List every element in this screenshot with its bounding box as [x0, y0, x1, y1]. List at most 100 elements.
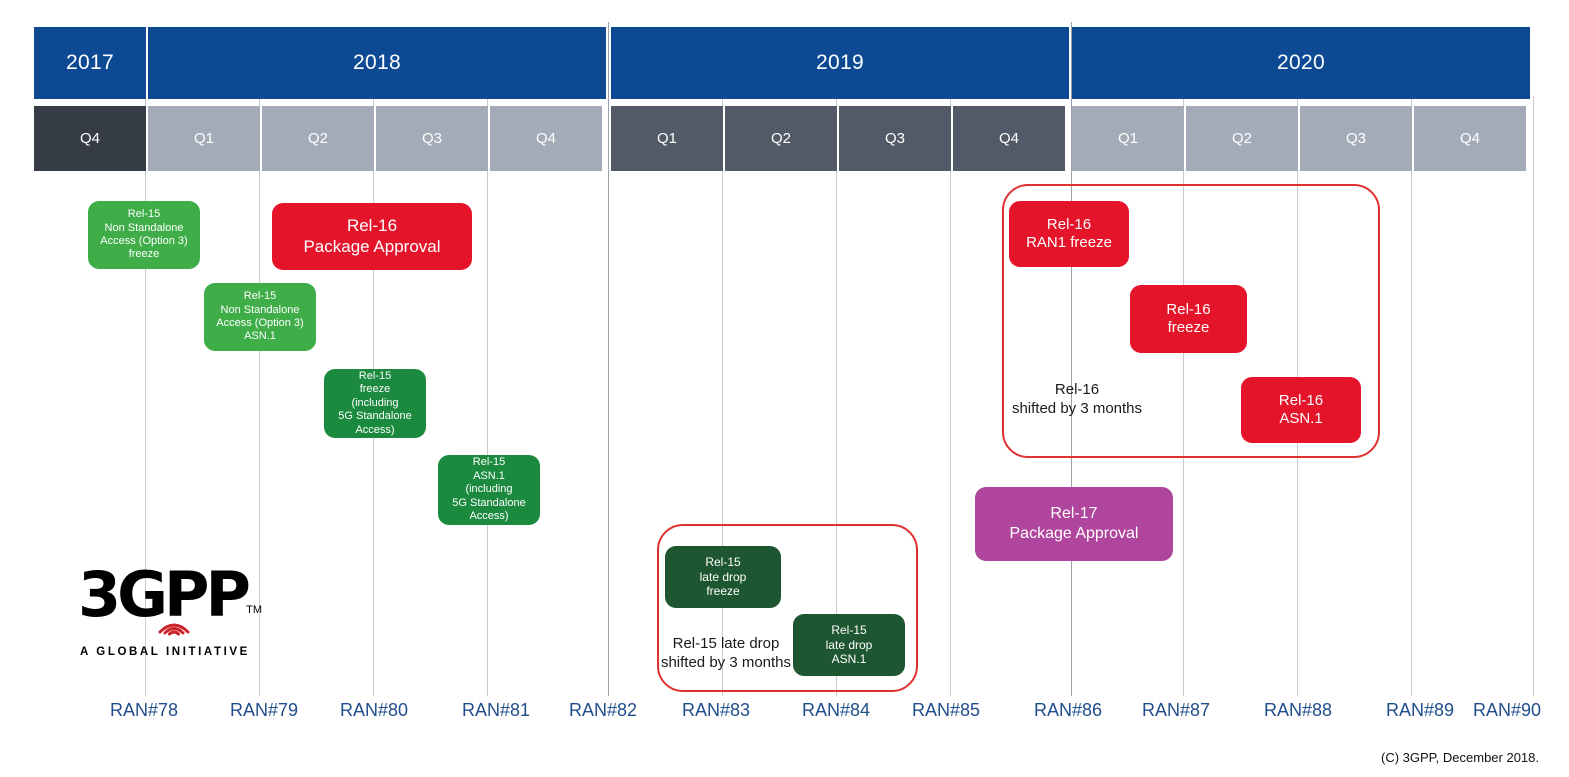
ran-label-RAN-85: RAN#85	[911, 700, 981, 720]
quarter-cell-10-Q2: Q2	[1186, 106, 1298, 171]
group-note-line: shifted by 3 months	[1011, 400, 1143, 418]
quarter-cell-5-Q1: Q1	[611, 106, 723, 171]
logo-signal-arcs-icon	[158, 623, 190, 636]
ran-label-RAN-80: RAN#80	[339, 700, 409, 720]
gridline-7	[950, 96, 951, 696]
milestone-line: Access)	[469, 510, 509, 523]
milestone-line: Rel-15	[831, 623, 867, 638]
milestone-line: Rel-15	[705, 555, 741, 570]
milestone-line: freeze	[359, 383, 391, 396]
milestone-line: Rel-16	[346, 215, 398, 235]
ran-label-RAN-89: RAN#89	[1385, 700, 1455, 720]
milestone-line: 5G Standalone	[338, 410, 412, 423]
quarter-cell-0-Q4: Q4	[34, 106, 146, 171]
ran-label-RAN-88: RAN#88	[1263, 700, 1333, 720]
group-note-line: shifted by 3 months	[660, 654, 792, 672]
quarter-cell-11-Q3: Q3	[1300, 106, 1412, 171]
year-cell-2020: 2020	[1072, 27, 1530, 99]
milestone-line: Access)	[355, 423, 395, 436]
milestone-line: (including	[465, 483, 513, 496]
milestone-line: ASN.1	[244, 330, 276, 343]
ran-label-RAN-81: RAN#81	[461, 700, 531, 720]
group-note-line: Rel-16	[1054, 381, 1100, 398]
ran-label-RAN-86: RAN#86	[1033, 700, 1103, 720]
milestone-line: late drop	[825, 637, 873, 652]
milestone-line: Package Approval	[1009, 525, 1139, 542]
milestone-line: Rel-15	[472, 456, 506, 469]
quarter-cell-2-Q2: Q2	[262, 106, 374, 171]
milestone-line: Access (Option 3)	[100, 235, 188, 247]
milestone-line: freeze	[1167, 319, 1210, 336]
milestone-line: ASN.1	[831, 652, 867, 667]
milestone-line: freeze	[128, 248, 160, 261]
milestone-line: RAN1 freeze	[1026, 234, 1112, 251]
quarter-cell-1-Q1: Q1	[148, 106, 260, 171]
quarter-cell-8-Q4: Q4	[953, 106, 1065, 171]
milestone-line: freeze	[706, 584, 740, 599]
gridline-1	[259, 96, 260, 696]
milestone-line: ASN.1	[473, 469, 505, 482]
group-note-line: Rel-15 late drop	[672, 635, 780, 652]
copyright-notice: (C) 3GPP, December 2018.	[1381, 750, 1539, 765]
milestone-line: Rel-15	[243, 290, 277, 303]
ran-label-RAN-83: RAN#83	[681, 700, 751, 720]
ran-label-RAN-84: RAN#84	[801, 700, 871, 720]
gridline-6	[836, 96, 837, 696]
rel15-late-drop-shift-group-outline	[657, 524, 918, 692]
gridline-11	[1411, 96, 1412, 696]
quarter-cell-12-Q4: Q4	[1414, 106, 1526, 171]
ran-label-RAN-82: RAN#82	[568, 700, 638, 720]
milestone-line: (including	[351, 396, 399, 409]
quarter-cell-4-Q4: Q4	[490, 106, 602, 171]
quarter-cell-7-Q3: Q3	[839, 106, 951, 171]
gridline-0	[145, 96, 146, 696]
milestone-line: Rel-15	[127, 208, 161, 221]
milestone-line: Rel-15	[358, 369, 392, 382]
milestone-line: Non Standalone	[104, 221, 184, 234]
gridline-5	[722, 96, 723, 696]
milestone-line: Rel-16	[1046, 215, 1092, 233]
gridline-3	[487, 96, 488, 696]
year-cell-2017: 2017	[34, 27, 146, 99]
logo-tagline: A GLOBAL INITIATIVE	[80, 646, 250, 658]
milestone-line: Non Standalone	[220, 303, 300, 316]
milestone-line: 5G Standalone	[452, 496, 526, 509]
milestone-line: Package Approval	[303, 236, 441, 256]
3gpp-logo: 3GPP TM A GLOBAL INITIATIVE	[78, 552, 262, 672]
gridline-12	[1533, 96, 1534, 696]
ran-label-RAN-87: RAN#87	[1141, 700, 1211, 720]
milestone-line: Rel-16	[1166, 300, 1211, 318]
milestone-line: Rel-16	[1278, 391, 1324, 409]
milestone-line: ASN.1	[1279, 410, 1323, 427]
gridline-9	[1183, 96, 1184, 696]
quarter-cell-6-Q2: Q2	[725, 106, 837, 171]
logo-wordmark-text: 3GPP	[78, 558, 251, 631]
rel16-shift-group-outline	[1002, 184, 1380, 458]
ran-label-RAN-79: RAN#79	[229, 700, 299, 720]
milestone-line: Rel-17	[1050, 505, 1098, 523]
year-cell-2019: 2019	[611, 27, 1069, 99]
rel15-late-drop-shift-group-note: Rel-15 late drop shifted by 3 months	[659, 634, 793, 672]
year-cell-2018: 2018	[148, 27, 606, 99]
milestone-line: late drop	[699, 569, 747, 584]
rel16-shift-group-note: Rel-16 shifted by 3 months	[1006, 380, 1148, 418]
ran-label-RAN-78: RAN#78	[109, 700, 179, 720]
quarter-cell-9-Q1: Q1	[1072, 106, 1184, 171]
quarter-cell-3-Q3: Q3	[376, 106, 488, 171]
gridline-8	[1071, 22, 1072, 696]
gridline-4	[608, 22, 609, 696]
ran-label-RAN-90: RAN#90	[1472, 700, 1542, 720]
milestone-line: Access (Option 3)	[216, 317, 304, 329]
